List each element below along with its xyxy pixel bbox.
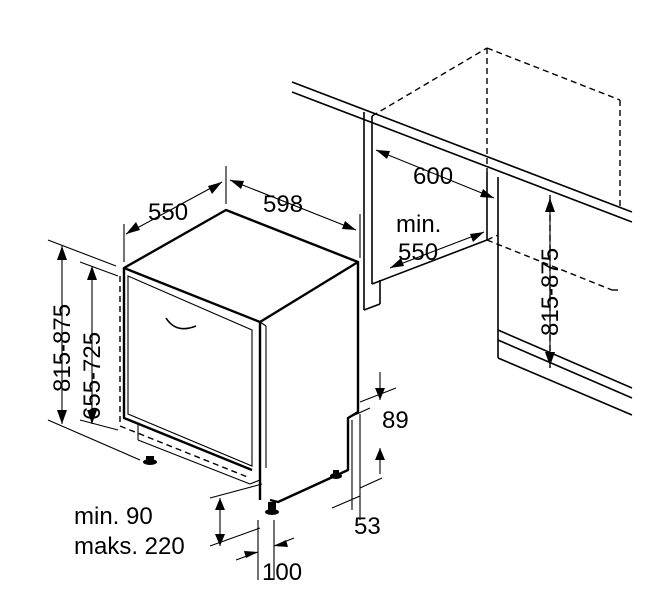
- plinth-89-label: 89: [382, 407, 409, 434]
- plinth-max-label: maks. 220: [74, 533, 185, 560]
- foot-depth-label: 100: [262, 559, 302, 586]
- height-range-label: 815-875: [49, 304, 76, 392]
- niche-depth-label: 600: [413, 163, 453, 190]
- dimension-lines: [47, 149, 555, 580]
- niche-min-label: min.: [396, 211, 441, 238]
- dimension-labels: 550 598 600 min. 550 815-875 655-725 815…: [49, 163, 564, 586]
- dishwasher-body: [119, 208, 371, 515]
- door-height-label: 655-725: [79, 332, 106, 420]
- depth-label: 550: [148, 199, 188, 226]
- niche-cabinet: [291, 81, 633, 416]
- niche-min-value: 550: [398, 239, 438, 266]
- foot-53-label: 53: [354, 513, 381, 540]
- width-label: 598: [263, 191, 303, 218]
- plinth-min-label: min. 90: [74, 503, 153, 530]
- niche-height-label: 815-875: [537, 248, 564, 336]
- niche-dashed-volume: [371, 47, 621, 368]
